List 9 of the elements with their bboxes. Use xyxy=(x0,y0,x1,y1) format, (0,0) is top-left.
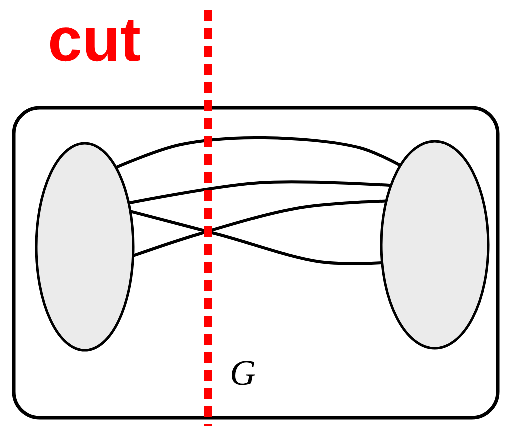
graph-box xyxy=(12,106,500,420)
ellipse-node xyxy=(380,140,490,350)
graph-edge xyxy=(132,200,387,258)
graph-edge xyxy=(116,136,402,170)
cut-label: cut xyxy=(48,10,141,72)
graph-edge xyxy=(130,210,382,266)
graph-name: G xyxy=(230,352,256,394)
ellipse-node xyxy=(35,142,135,352)
graph-edge xyxy=(128,180,392,205)
